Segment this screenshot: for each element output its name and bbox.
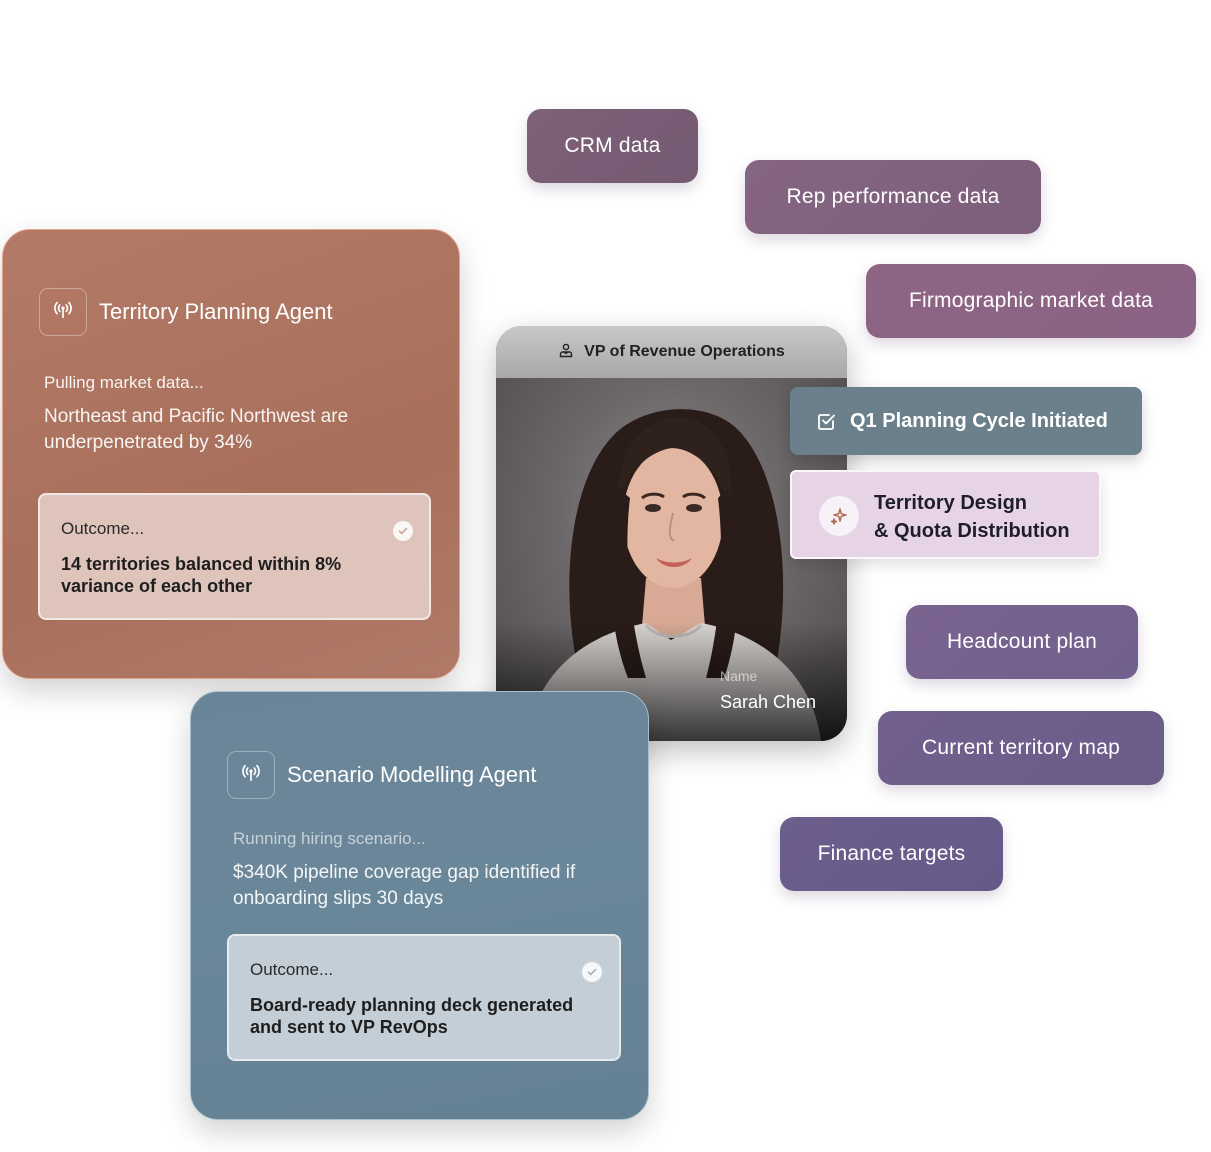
q1-title: Q1 Planning Cycle Initiated [850, 409, 1108, 432]
territory-planning-agent-card: Territory Planning Agent Pulling market … [2, 229, 460, 679]
agent-title: Scenario Modelling Agent [287, 762, 537, 787]
q1-planning-card: Q1 Planning Cycle Initiated [790, 387, 1142, 455]
chip-firmographic-market-data: Firmographic market data [866, 264, 1196, 338]
agent-status: Running hiring scenario... [233, 829, 426, 848]
profile-header: VP of Revenue Operations [496, 326, 847, 378]
outcome-box: Outcome... Board-ready planning deck gen… [227, 934, 621, 1061]
chip-crm-data: CRM data [527, 109, 698, 183]
outcome-text: 14 territories balanced within 8% varian… [61, 554, 342, 596]
broadcast-icon [52, 299, 74, 326]
chip-finance-targets: Finance targets [780, 817, 1003, 891]
outcome-label: Outcome... [250, 960, 334, 979]
person-icon [558, 342, 574, 363]
scenario-modelling-agent-card: Scenario Modelling Agent Running hiring … [190, 691, 649, 1120]
agent-icon-box [227, 751, 275, 799]
outcome-text: Board-ready planning deck generated and … [250, 995, 574, 1037]
outcome-label: Outcome... [61, 519, 145, 538]
outcome-box: Outcome... 14 territories balanced withi… [38, 493, 431, 620]
profile-name-label: Name [720, 668, 758, 684]
territory-design-card: Territory Design & Quota Distribution [790, 470, 1101, 559]
profile-role: VP of Revenue Operations [584, 343, 785, 360]
chip-rep-performance-data: Rep performance data [745, 160, 1041, 234]
profile-photo [496, 378, 847, 741]
agent-finding: Northeast and Pacific Northwest are unde… [44, 406, 349, 453]
agent-finding: $340K pipeline coverage gap identified i… [233, 862, 576, 909]
agent-title: Territory Planning Agent [99, 299, 333, 324]
territory-design-text: Territory Design & Quota Distribution [874, 489, 1070, 545]
chip-headcount-plan: Headcount plan [906, 605, 1138, 679]
agent-icon-box [39, 288, 87, 336]
check-icon [582, 962, 602, 982]
agent-status: Pulling market data... [44, 373, 204, 392]
profile-name: Sarah Chen [720, 692, 817, 712]
territory-design-line1: Territory Design [874, 492, 1027, 514]
check-icon [393, 521, 413, 541]
profile-card: VP of Revenue Operations [496, 326, 847, 741]
chip-current-territory-map: Current territory map [878, 711, 1164, 785]
checkbox-icon [815, 410, 837, 432]
broadcast-icon [240, 762, 262, 789]
territory-design-line2: & Quota Distribution [874, 520, 1070, 542]
sparkle-icon [819, 496, 859, 536]
